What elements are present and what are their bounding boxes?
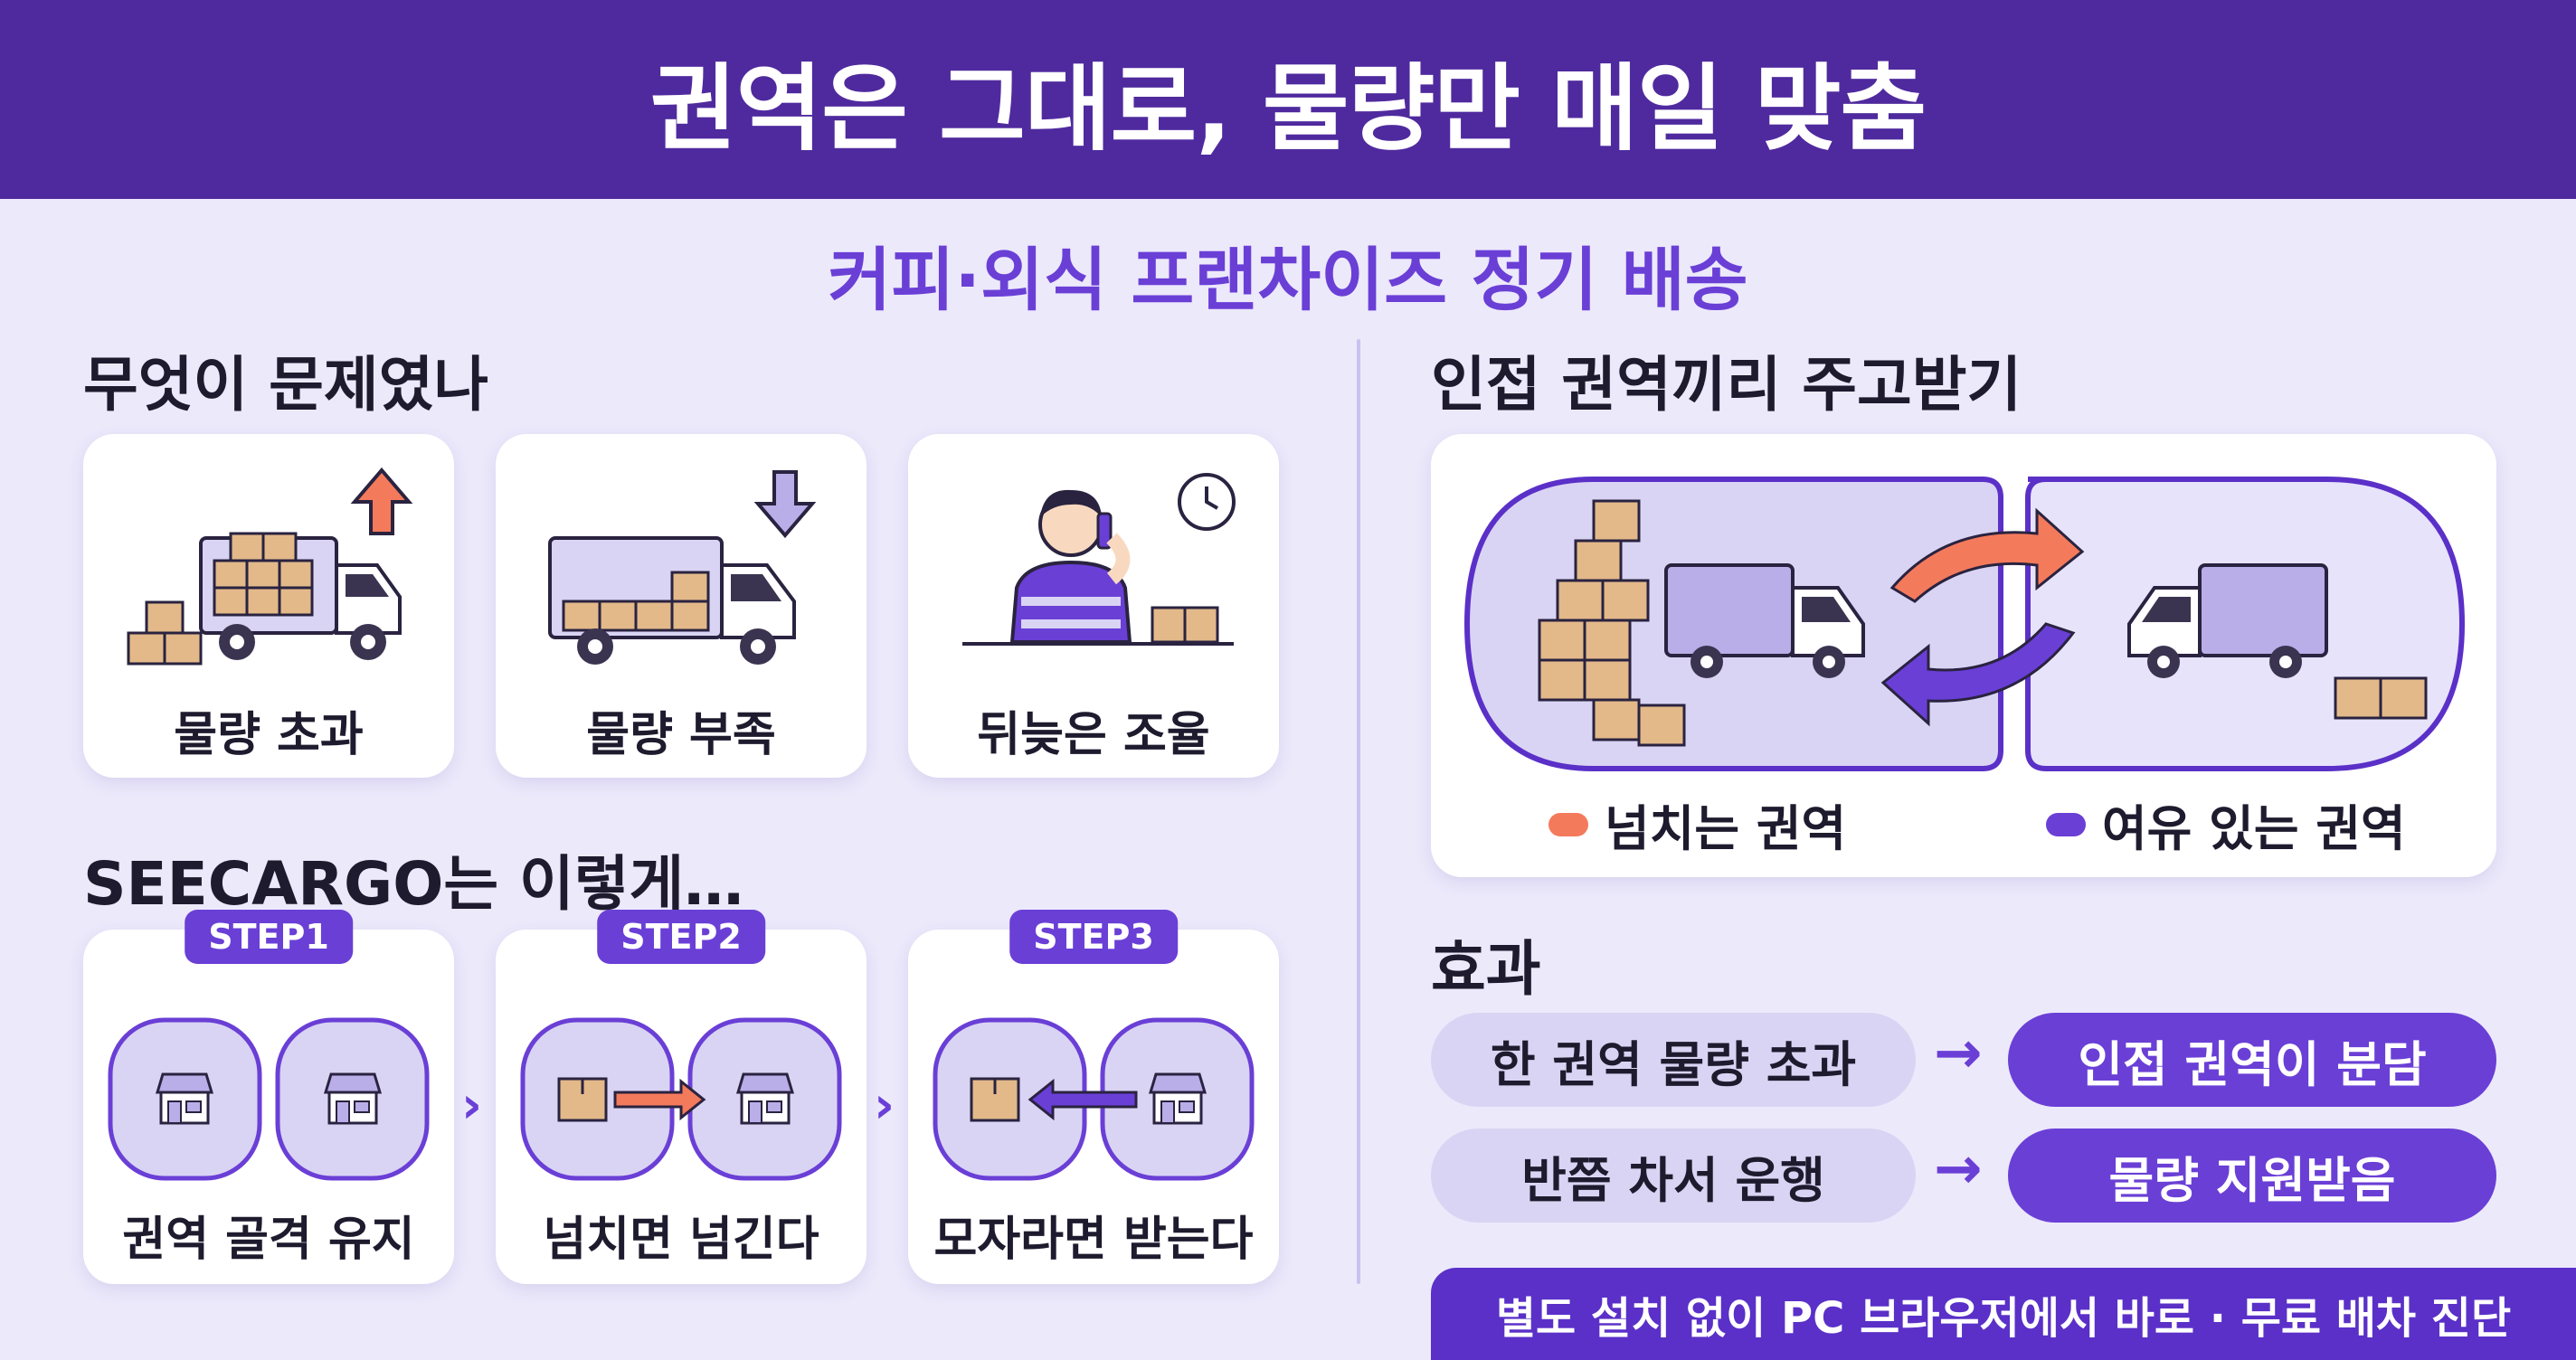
arrow-right-icon: → — [1934, 1136, 1983, 1203]
problems-title: 무엇이 문제였나 — [83, 350, 489, 420]
step-badge-2: STEP2 — [597, 910, 765, 964]
chevron-right-icon: › — [874, 1076, 895, 1135]
zone-exchange-diagram — [1463, 477, 2466, 771]
pass-box-over-icon — [520, 1017, 842, 1181]
problem-card-late: 뒤늦은 조율 — [908, 434, 1279, 778]
receive-box-icon — [933, 1017, 1255, 1181]
underloaded-truck-icon — [548, 470, 817, 665]
page-subtitle: 커피·외식 프랜차이즈 정기 배송 — [828, 240, 1748, 320]
effect-result-1: 인접 권역이 분담 — [2008, 1013, 2496, 1107]
problem-label-overload: 물량 초과 — [174, 708, 364, 762]
step-card-3: STEP3 모자라면 받는다 — [908, 910, 1279, 1284]
problem-card-overload: 물량 초과 — [83, 434, 454, 778]
header-banner: 권역은 그대로, 물량만 매일 맞춤 — [0, 0, 2576, 199]
overloaded-truck-icon — [127, 467, 413, 666]
footer-text: 별도 설치 없이 PC 브라우저에서 바로 · 무료 배차 진단 — [1495, 1293, 2512, 1344]
problem-card-underload: 물량 부족 — [496, 434, 867, 778]
step-badge-3: STEP3 — [1009, 910, 1178, 964]
step-label-1: 권역 골격 유지 — [122, 1213, 415, 1267]
step-badge-1: STEP1 — [185, 910, 353, 964]
exchange-title: 인접 권역끼리 주고받기 — [1431, 350, 2022, 420]
legend-label-spare: 여유 있는 권역 — [2102, 800, 2406, 857]
step-label-3: 모자라면 받는다 — [933, 1213, 1254, 1267]
store-icon — [155, 1072, 214, 1125]
worker-on-phone-icon — [962, 473, 1236, 646]
store-icon — [323, 1072, 383, 1125]
page-title: 권역은 그대로, 물량만 매일 맞춤 — [649, 52, 1927, 164]
legend-label-overflow: 넘치는 권역 — [1605, 800, 1847, 857]
legend-dot-orange — [1548, 812, 1588, 836]
exchange-card: 넘치는 권역 여유 있는 권역 — [1431, 434, 2496, 877]
legend-dot-purple — [2046, 812, 2086, 836]
step-card-2: STEP2 넘치면 넘긴다 — [496, 910, 867, 1284]
step-label-2: 넘치면 넘긴다 — [543, 1213, 819, 1267]
effects-title: 효과 — [1431, 934, 1541, 1004]
arrow-right-icon: → — [1934, 1020, 1983, 1087]
effect-result-2: 물량 지원받음 — [2008, 1129, 2496, 1223]
step-card-1: STEP1 권역 골격 유지 — [83, 910, 454, 1284]
problem-label-late: 뒤늦은 조율 — [977, 708, 1210, 762]
effect-cause-1: 한 권역 물량 초과 — [1431, 1013, 1916, 1107]
legend-spare: 여유 있는 권역 — [2046, 789, 2406, 860]
effect-cause-2: 반쯤 차서 운행 — [1431, 1129, 1916, 1223]
column-divider — [1357, 339, 1360, 1284]
two-zones-keep-icon — [108, 1017, 430, 1181]
legend-overflow: 넘치는 권역 — [1548, 789, 1846, 860]
chevron-right-icon: › — [461, 1076, 483, 1135]
solution-title: SEECARGO는 이렇게… — [83, 849, 744, 919]
problem-label-underload: 물량 부족 — [586, 708, 776, 762]
footer-cta-bar[interactable]: 별도 설치 없이 PC 브라우저에서 바로 · 무료 배차 진단 — [1431, 1268, 2576, 1360]
